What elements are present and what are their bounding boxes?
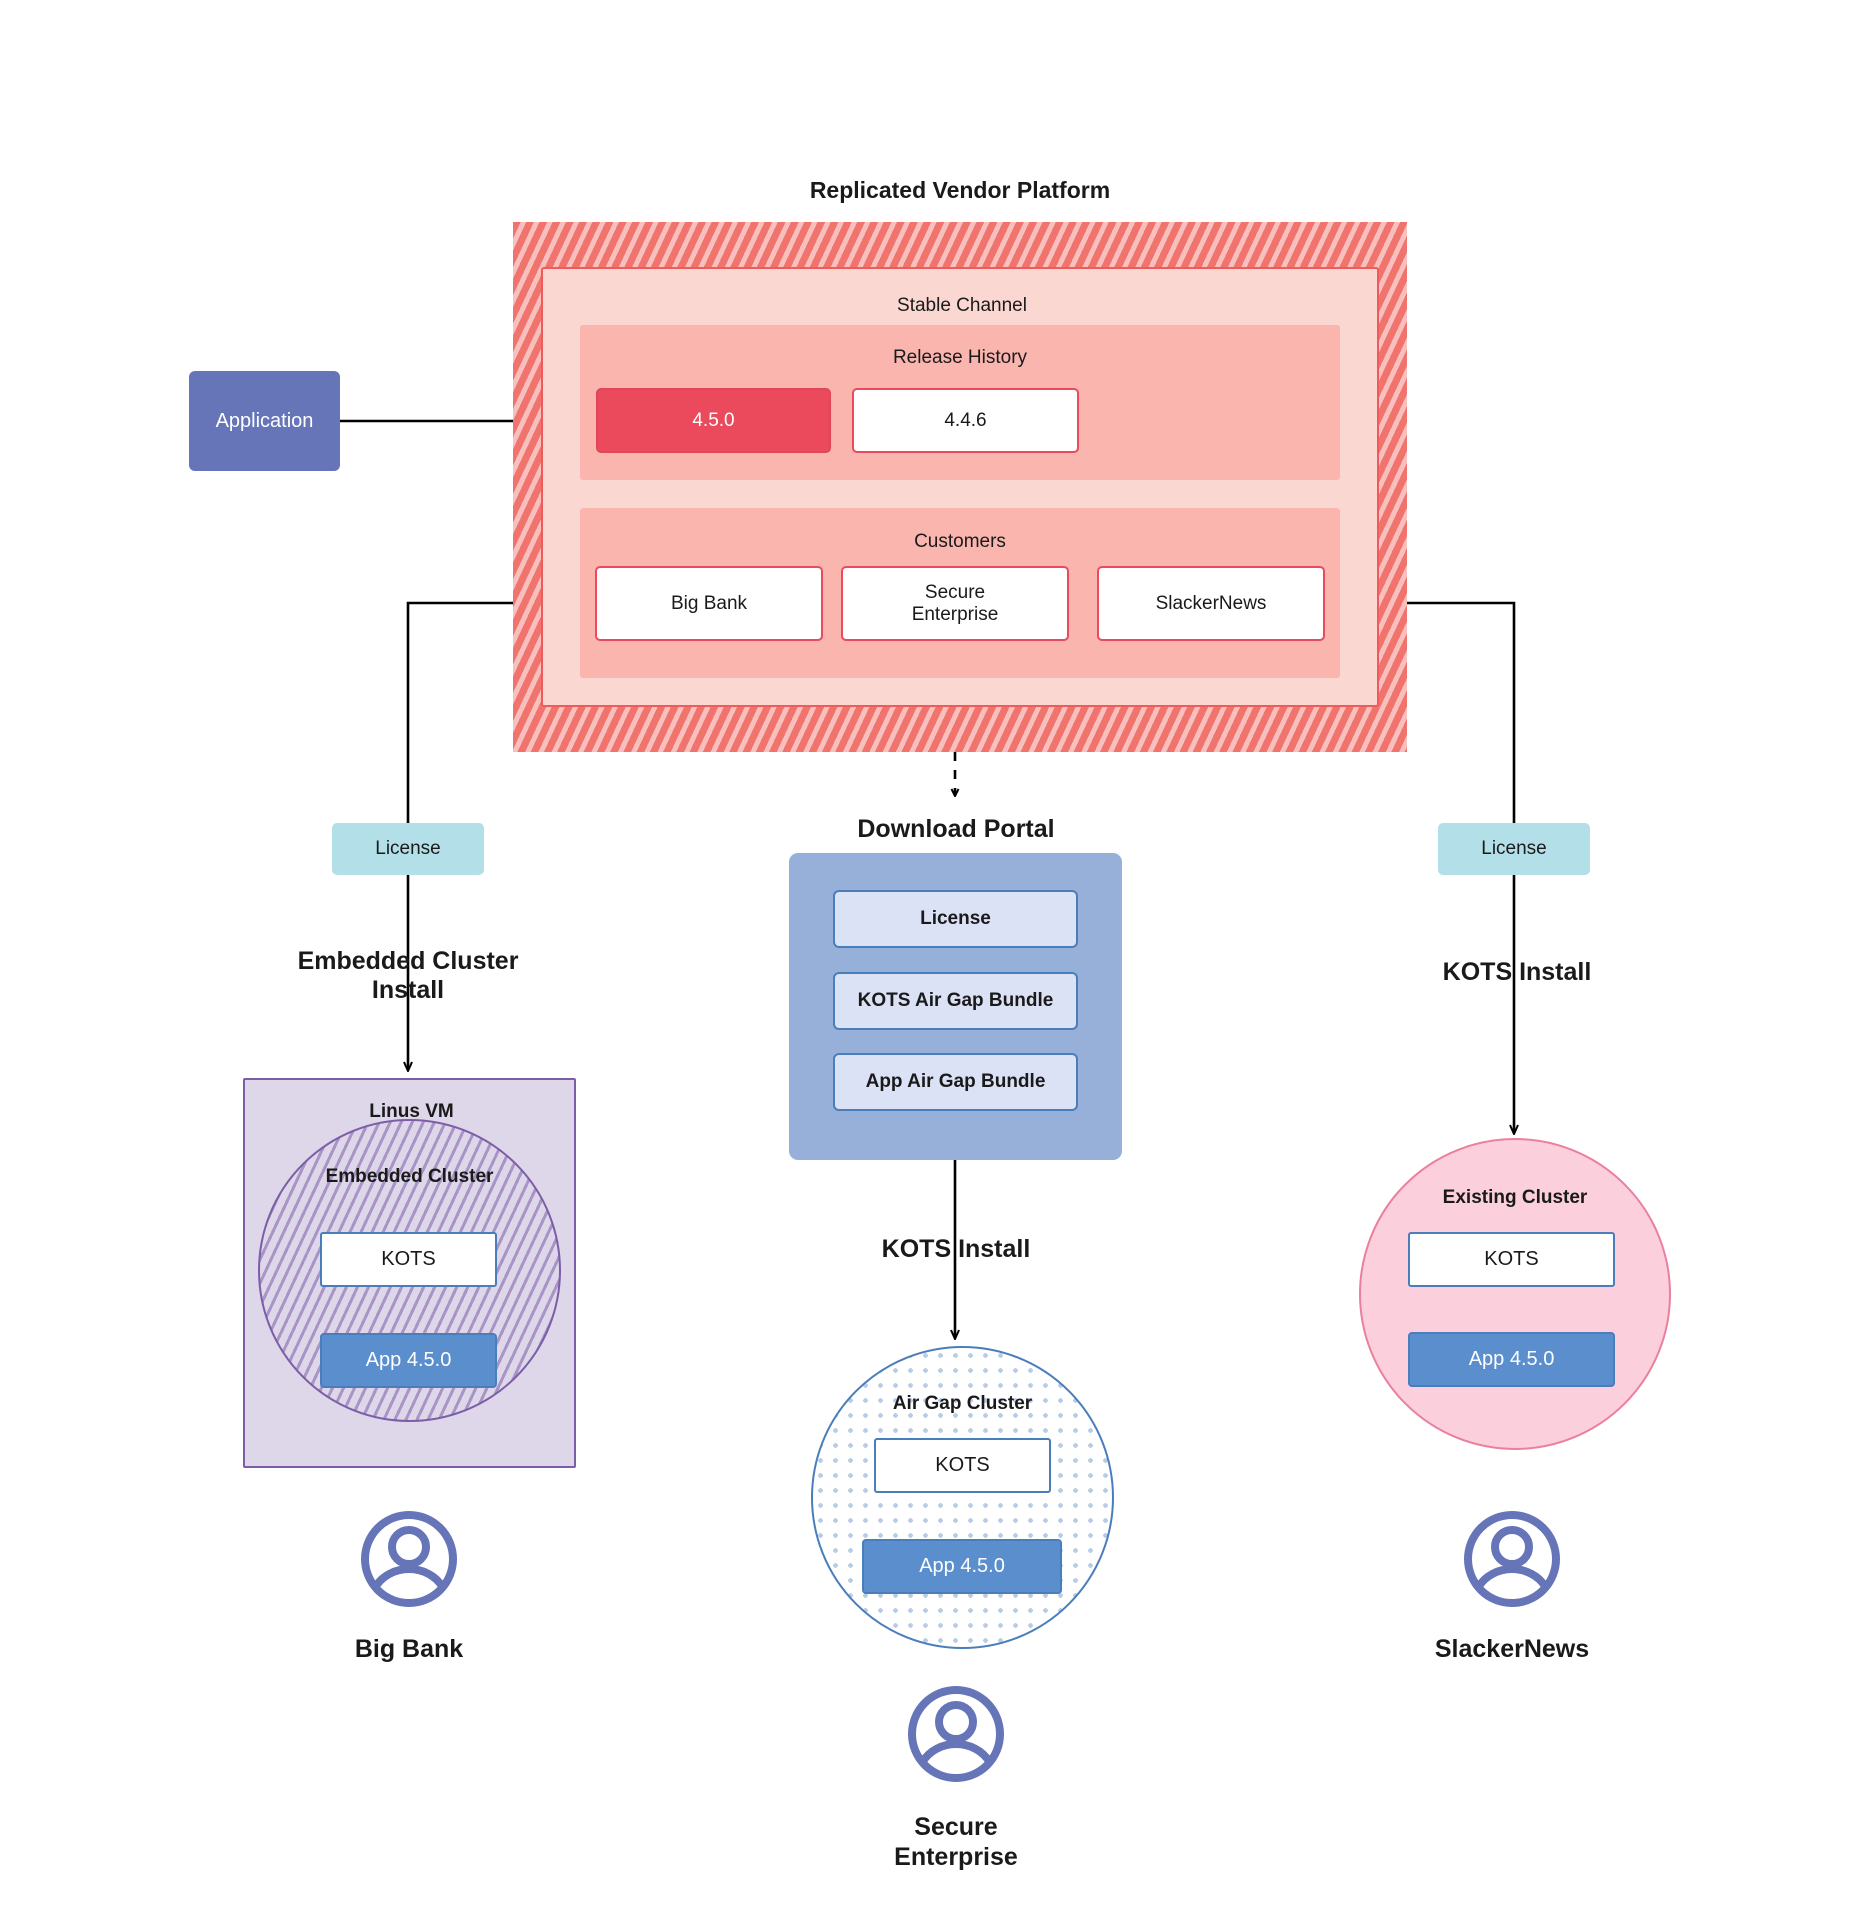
customer-name: SlackerNews (1155, 592, 1267, 614)
customer-name: Big Bank (670, 592, 748, 614)
app-node-embedded[interactable]: App 4.5.0 (320, 1333, 497, 1388)
edge-label-kots-install-right: KOTS Install (1442, 957, 1592, 986)
persona-label-big-bank: Big Bank (354, 1635, 464, 1663)
download-portal-title: Download Portal (857, 814, 1055, 843)
page-title: Replicated Vendor Platform (809, 176, 1111, 203)
release-4-5-0[interactable]: 4.5.0 (596, 388, 831, 453)
existing-cluster-circle: Existing Cluster (1359, 1138, 1671, 1450)
portal-item-label: App Air Gap Bundle (865, 1071, 1046, 1092)
customer-big-bank[interactable]: Big Bank (595, 566, 823, 641)
kots-node-embedded[interactable]: KOTS (320, 1232, 497, 1287)
existing-cluster-label: Existing Cluster (1442, 1187, 1588, 1208)
license-node-right[interactable]: License (1438, 823, 1590, 875)
app-version-label: App 4.5.0 (1468, 1348, 1555, 1370)
air-gap-cluster-circle: Air Gap Cluster (811, 1346, 1114, 1649)
persona-label-secure-enterprise: Secure Enterprise (894, 1813, 1018, 1871)
app-node-airgap[interactable]: App 4.5.0 (862, 1539, 1062, 1594)
air-gap-cluster-label: Air Gap Cluster (892, 1393, 1033, 1414)
portal-item-license[interactable]: License (833, 890, 1078, 948)
edge-label-embedded-cluster-install: Embedded Cluster Install (297, 947, 519, 1004)
persona-icon-big-bank (361, 1511, 457, 1607)
customer-slackernews[interactable]: SlackerNews (1097, 566, 1325, 641)
persona-icon-slackernews (1464, 1511, 1560, 1607)
edge-label-kots-install-center: KOTS Install (881, 1234, 1031, 1263)
release-4-4-6[interactable]: 4.4.6 (852, 388, 1079, 453)
app-node-existing[interactable]: App 4.5.0 (1408, 1332, 1615, 1387)
persona-icon-secure-enterprise (908, 1686, 1004, 1782)
kots-label: KOTS (935, 1454, 990, 1476)
portal-item-kots-air-gap-bundle[interactable]: KOTS Air Gap Bundle (833, 972, 1078, 1030)
license-label: License (1481, 838, 1547, 859)
portal-item-app-air-gap-bundle[interactable]: App Air Gap Bundle (833, 1053, 1078, 1111)
kots-node-airgap[interactable]: KOTS (874, 1438, 1051, 1493)
portal-item-label: KOTS Air Gap Bundle (857, 990, 1054, 1011)
customer-name: Secure Enterprise (911, 581, 999, 625)
linux-vm-label: Linus VM (369, 1101, 454, 1122)
kots-label: KOTS (381, 1248, 436, 1270)
license-node-left[interactable]: License (332, 823, 484, 875)
customers-label: Customers (914, 531, 1006, 552)
app-version-label: App 4.5.0 (365, 1349, 452, 1371)
kots-node-existing[interactable]: KOTS (1408, 1232, 1615, 1287)
application-label: Application (215, 409, 314, 432)
release-version-label: 4.4.6 (944, 409, 987, 431)
persona-label-slackernews: SlackerNews (1434, 1635, 1590, 1663)
kots-label: KOTS (1484, 1248, 1539, 1270)
release-version-label: 4.5.0 (692, 409, 735, 431)
app-version-label: App 4.5.0 (919, 1555, 1005, 1577)
release-history-label: Release History (892, 347, 1028, 368)
portal-item-label: License (920, 908, 991, 929)
application-node[interactable]: Application (189, 371, 340, 471)
stable-channel-label: Stable Channel (897, 295, 1027, 316)
license-label: License (375, 838, 441, 859)
embedded-cluster-label: Embedded Cluster (325, 1166, 494, 1187)
customer-secure-enterprise[interactable]: Secure Enterprise (841, 566, 1069, 641)
